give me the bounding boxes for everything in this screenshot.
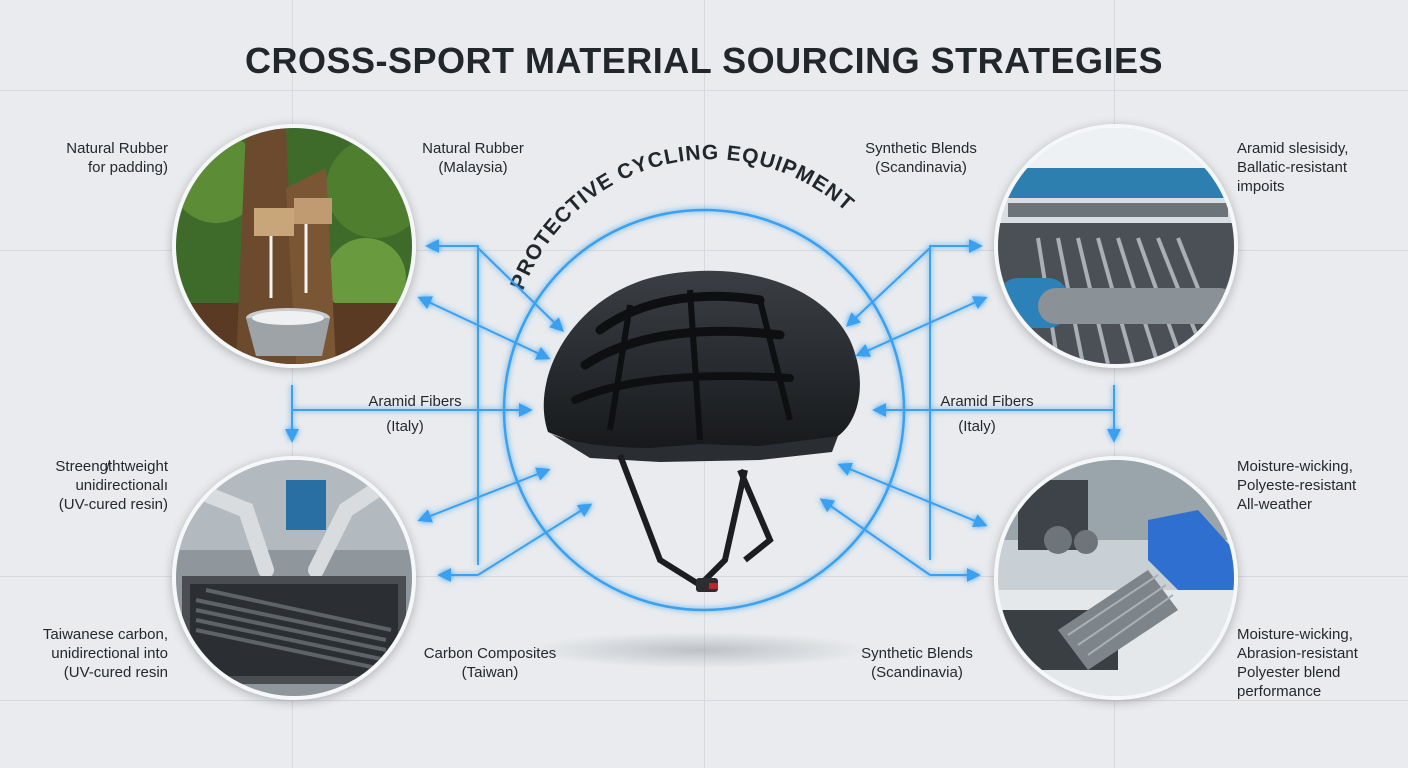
label-line: (Taiwan) — [461, 664, 519, 681]
label-line: Synthetic Blends — [861, 645, 973, 662]
label-top-left-inner: Natural Rubber (Malaysia) — [398, 139, 548, 177]
label-line: (Scandinavia) — [875, 159, 967, 176]
fabric-lab-photo — [994, 456, 1238, 700]
grid-line — [0, 90, 1408, 91]
label-line: Moisture-wicking, — [1237, 458, 1353, 475]
label-top-right-inner: Synthetic Blends (Scandinavia) — [846, 139, 996, 177]
label-lower-left-outer: Streeng̸thtweight unidirectionalı (UV-cu… — [10, 457, 168, 514]
carbon-layup-robot-photo — [172, 456, 416, 700]
label-line: (UV-cured resin — [63, 664, 168, 681]
helmet-illustration — [543, 270, 860, 592]
label-line: Aramid Fibers — [940, 393, 1034, 410]
label-lower-right-outer: Moisture-wicking, Polyeste-resistant All… — [1237, 457, 1397, 514]
label-line: Moisture-wicking, — [1237, 626, 1353, 643]
label-line: Polyeste-resistant — [1237, 477, 1357, 494]
label-line: Synthetic Blends — [865, 140, 977, 157]
grid-line — [0, 250, 1408, 251]
label-line: Aramid Fibers — [368, 393, 462, 410]
grid-line — [1114, 0, 1115, 768]
label-top-right-outer: Aramid slesisidy, Ballatic-resistant imp… — [1237, 139, 1397, 196]
label-line: (UV-cured resin) — [58, 496, 168, 513]
label-line: for padding) — [87, 159, 168, 176]
label-line: performance — [1237, 683, 1322, 700]
textile-loom-photo — [994, 124, 1238, 368]
label-line: impoits — [1237, 178, 1285, 195]
label-line: Polyester blend — [1237, 664, 1341, 681]
label-line: Carbon Composites — [423, 645, 557, 662]
label-bottom-right-outer: Moisture-wicking, Abrasion-resistant Pol… — [1237, 625, 1397, 701]
label-line: Natural Rubber — [422, 140, 524, 157]
label-line: (Italy) — [958, 418, 996, 435]
grid-line — [0, 576, 1408, 577]
label-line: (Scandinavia) — [871, 664, 963, 681]
label-top-left-outer: Natural Rubber for padding) — [20, 139, 168, 177]
grid-line — [0, 700, 1408, 701]
left-connectors — [285, 239, 593, 582]
rubber-tree-photo — [172, 124, 416, 368]
helmet-shadow — [530, 632, 870, 668]
label-line: (Italy) — [386, 418, 424, 435]
label-line: Aramid slesisidy, — [1237, 140, 1349, 157]
label-line: unidirectional into — [51, 645, 168, 662]
label-line: Abrasion-resistant — [1237, 645, 1358, 662]
arc-label: PROTECTIVE CYCLING EQUIPMENT — [506, 141, 858, 293]
label-mid-left: Aramid Fibers (Italy) — [340, 392, 490, 436]
label-line: Streeng̸thtweight — [55, 458, 168, 475]
grid-line — [292, 0, 293, 768]
label-line: Taiwanese carbon, — [42, 626, 168, 643]
label-line: Ballatic-resistant — [1237, 159, 1348, 176]
label-bottom-left-inner: Carbon Composites (Taiwan) — [405, 644, 575, 682]
label-line: unidirectionalı — [75, 477, 168, 494]
label-line: Natural Rubber — [66, 140, 168, 157]
label-bottom-left-outer: Taiwanese carbon, unidirectional into (U… — [10, 625, 168, 682]
label-line: All-weather — [1237, 496, 1313, 513]
page-title: CROSS-SPORT MATERIAL SOURCING STRATEGIES — [244, 40, 1164, 81]
label-bottom-right-inner: Synthetic Blends (Scandinavia) — [842, 644, 992, 682]
right-connectors — [819, 239, 1121, 582]
label-mid-right: Aramid Fibers (Italy) — [912, 392, 1062, 436]
label-line: (Malaysia) — [438, 159, 508, 176]
